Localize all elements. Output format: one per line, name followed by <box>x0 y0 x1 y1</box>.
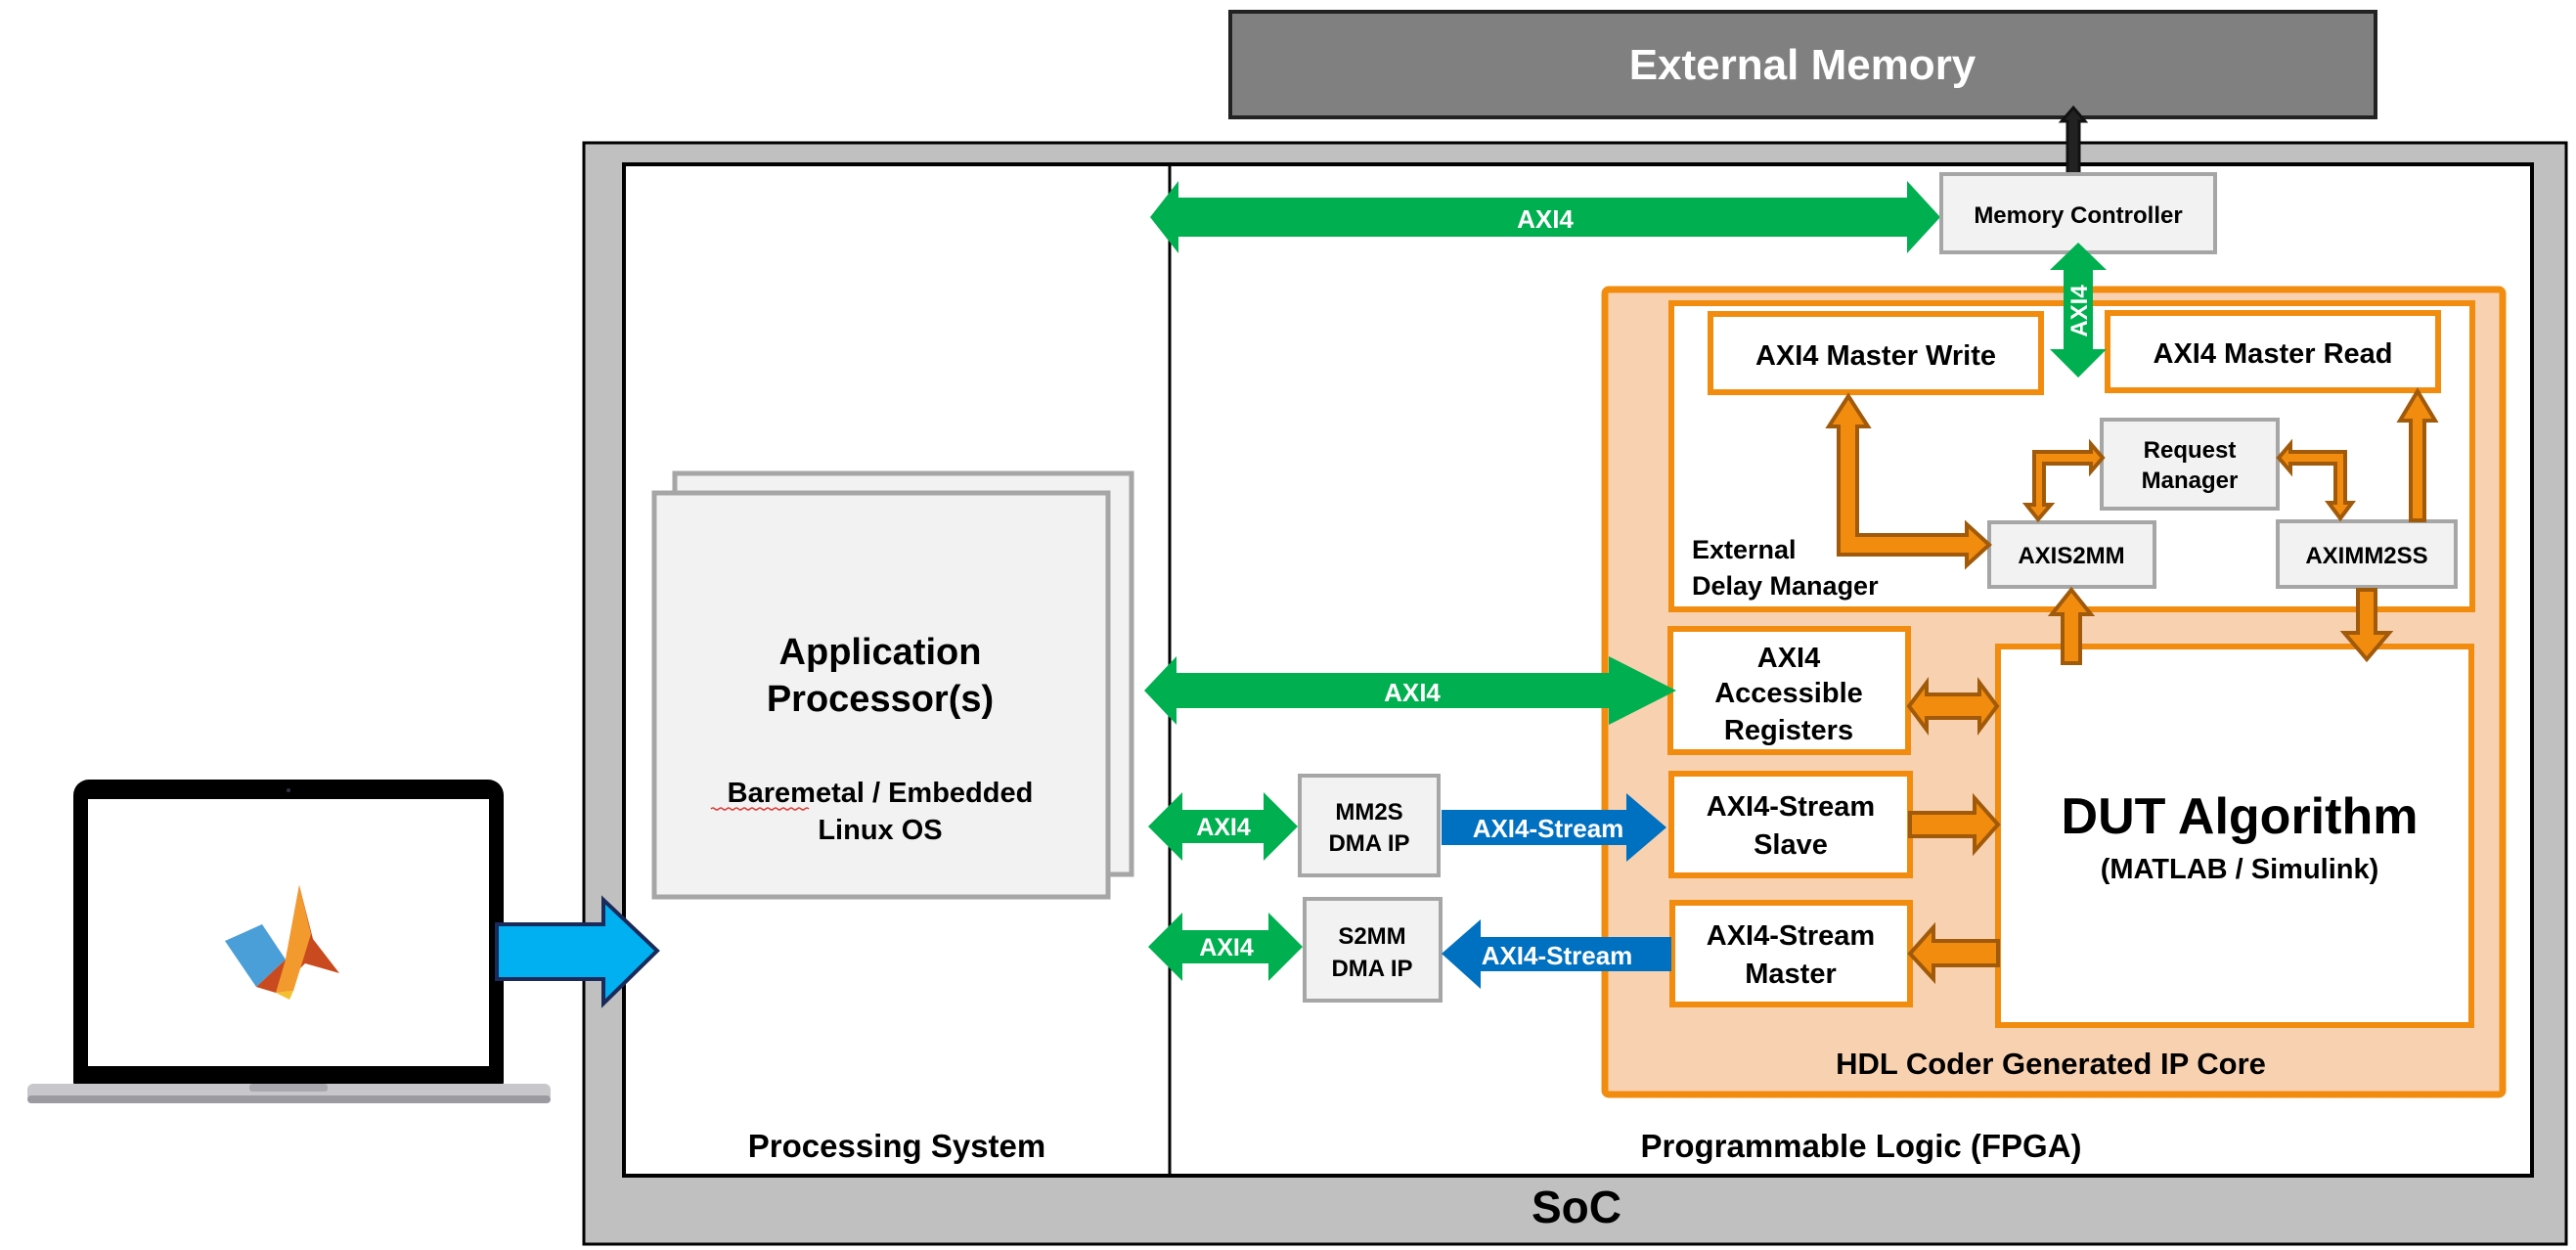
registers-line1: AXI4 <box>1757 643 1820 674</box>
mm2s-line1: MM2S <box>1335 799 1402 826</box>
request-manager-block: Request Manager <box>2100 418 2280 511</box>
axi4-stream-slave-block: AXI4-Stream Slave <box>1668 771 1913 878</box>
registers-to-dut-arrow <box>1906 677 2000 736</box>
axi4-master-read-block: AXI4 Master Read <box>2105 310 2441 393</box>
memory-controller-label: Memory Controller <box>1974 202 2182 229</box>
axi4-memctrl-vertical-arrow: AXI4 <box>2050 243 2107 378</box>
programmable-logic-label: Programmable Logic (FPGA) <box>1640 1128 2081 1164</box>
s2mm-line1: S2MM <box>1338 923 1405 950</box>
dut-subtitle: (MATLAB / Simulink) <box>2101 854 2379 885</box>
stream-master-line2: Master <box>1745 959 1837 990</box>
axi4-stream-master-block: AXI4-Stream Master <box>1669 900 1913 1007</box>
axi4-registers-arrow: AXI4 <box>1144 656 1676 725</box>
stream-from-master-label: AXI4-Stream <box>1482 941 1633 970</box>
soc-label: SoC <box>1532 1182 1621 1232</box>
mm2s-dma-block: MM2S DMA IP <box>1298 774 1441 877</box>
aximm2ss-to-master-read-arrow <box>2396 387 2439 522</box>
dut-to-master-arrow <box>1907 921 2000 985</box>
matlab-logo-icon <box>225 885 339 1000</box>
stream-to-slave-arrow: AXI4-Stream <box>1442 793 1666 862</box>
app-processor-subtitle-line1: Baremetal / Embedded <box>728 778 1034 809</box>
stream-from-master-arrow: AXI4-Stream <box>1442 919 1671 989</box>
edm-label-line2: Delay Manager <box>1692 571 1879 601</box>
stream-slave-line1: AXI4-Stream <box>1707 791 1875 823</box>
slave-to-dut-arrow <box>1908 792 2001 857</box>
aximm2ss-block: AXIMM2SS <box>2276 519 2458 589</box>
axi4-s2mm-label: AXI4 <box>1199 934 1254 961</box>
laptop-matlab-icon <box>27 780 551 1103</box>
dut-to-axis2mm-arrow <box>2047 586 2096 665</box>
app-processor-title-line2: Processor(s) <box>767 679 994 720</box>
processing-system-label: Processing System <box>748 1128 1045 1164</box>
mm2s-line2: DMA IP <box>1328 830 1409 857</box>
app-processor-title-line1: Application <box>779 632 982 673</box>
app-processor-subtitle-line2: Linux OS <box>818 815 942 846</box>
registers-line2: Accessible <box>1714 678 1863 709</box>
axi4-mm2s-label: AXI4 <box>1196 814 1251 841</box>
memory-controller-block: Memory Controller <box>1939 172 2217 254</box>
master-read-label: AXI4 Master Read <box>2154 338 2393 370</box>
dut-algorithm-block: DUT Algorithm (MATLAB / Simulink) <box>1995 644 2474 1028</box>
s2mm-line2: DMA IP <box>1331 956 1412 982</box>
stream-slave-line2: Slave <box>1754 829 1828 861</box>
ip-core-label: HDL Coder Generated IP Core <box>1836 1047 2266 1081</box>
axi4-registers-label: AXI4 <box>1384 678 1441 707</box>
stream-to-slave-label: AXI4-Stream <box>1473 814 1624 843</box>
axi4-vertical-label: AXI4 <box>2066 285 2093 337</box>
axi4-mm2s-arrow: AXI4 <box>1148 792 1298 861</box>
dut-title: DUT Algorithm <box>2062 788 2419 845</box>
request-manager-to-aximm2ss-arrow <box>2276 438 2356 522</box>
registers-line3: Registers <box>1724 715 1853 746</box>
stream-master-line1: AXI4-Stream <box>1707 920 1875 952</box>
axis2mm-to-request-manager-arrow <box>2021 438 2106 523</box>
request-manager-line2: Manager <box>2142 468 2239 494</box>
axi4-s2mm-arrow: AXI4 <box>1148 913 1303 981</box>
axis2mm-label: AXIS2MM <box>2018 543 2124 569</box>
spellcheck-underline <box>710 807 810 811</box>
external-memory-block: External Memory <box>1228 10 2377 119</box>
host-to-ps-arrow <box>495 895 660 1008</box>
aximm2ss-label: AXIMM2SS <box>2305 543 2427 569</box>
application-processor-block: Application Processor(s) Baremetal / Emb… <box>651 470 1134 900</box>
master-write-label: AXI4 Master Write <box>1755 340 1996 372</box>
axi4-master-write-block: AXI4 Master Write <box>1708 311 2044 395</box>
axi4-registers-block: AXI4 Accessible Registers <box>1667 626 1911 755</box>
external-memory-label: External Memory <box>1629 41 1976 89</box>
edm-internal-arrows <box>1825 387 2439 570</box>
axi4-top-label: AXI4 <box>1517 204 1574 234</box>
request-manager-line1: Request <box>2144 437 2237 464</box>
axis2mm-block: AXIS2MM <box>1987 520 2156 589</box>
aximm2ss-to-dut-arrow <box>2339 588 2394 663</box>
edm-label-line1: External <box>1692 535 1797 564</box>
s2mm-dma-block: S2MM DMA IP <box>1303 897 1443 1003</box>
axi4-top-arrow: AXI4 <box>1150 181 1940 253</box>
master-write-to-axis2mm-arrow <box>1825 392 1992 570</box>
